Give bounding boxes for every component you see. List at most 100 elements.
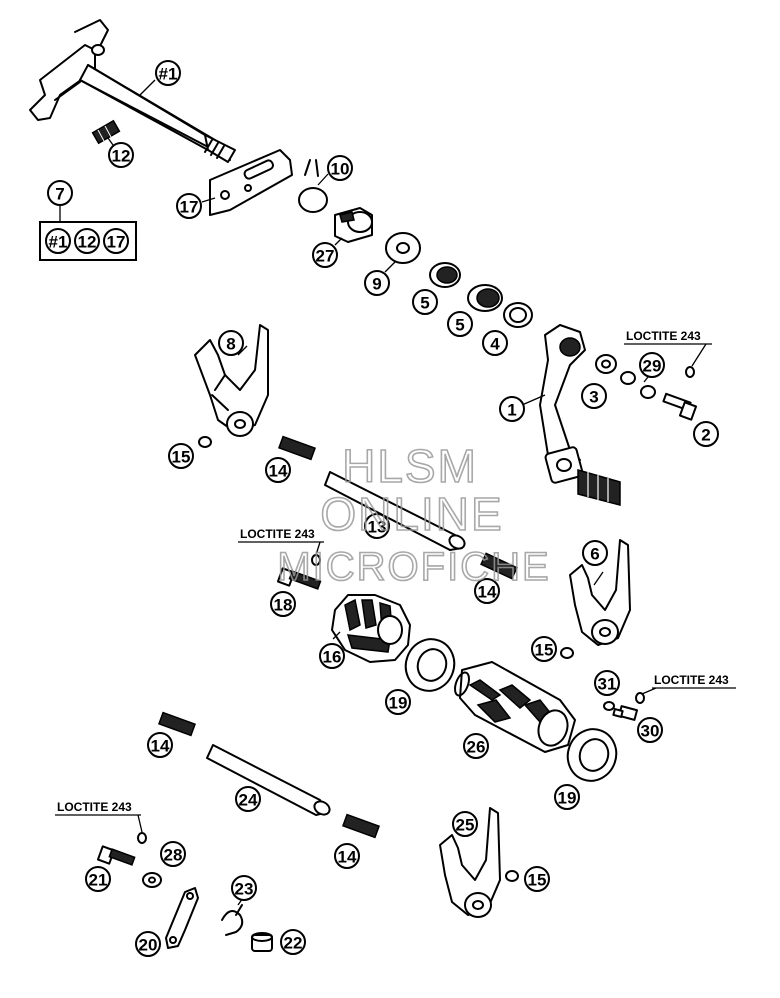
svg-text:LOCTITE 243: LOCTITE 243 [240, 527, 315, 541]
svg-text:14: 14 [269, 462, 288, 481]
callout-15a: 15 [168, 443, 194, 469]
bearing-5a [429, 262, 461, 288]
callout-6: 6 [582, 540, 608, 566]
svg-text:14: 14 [151, 737, 170, 756]
spring-12 [91, 119, 121, 145]
svg-text:1: 1 [507, 401, 516, 420]
svg-text:6: 6 [590, 545, 599, 564]
svg-text:4: 4 [490, 335, 500, 354]
spring-14d [342, 813, 380, 839]
callout-5a: 5 [412, 289, 438, 315]
loctite-drop-30 [635, 692, 645, 704]
svg-text:LOCTITE 243: LOCTITE 243 [654, 673, 729, 687]
callout-19a: 19 [385, 689, 411, 715]
svg-text:5: 5 [455, 316, 464, 335]
loctite-label-bottom: LOCTITE 243 [55, 800, 143, 833]
svg-text:14: 14 [478, 583, 497, 602]
callout-14c: 14 [147, 732, 173, 758]
svg-text:25: 25 [456, 816, 475, 835]
clip-29a [620, 371, 636, 385]
seal-ring-4 [503, 302, 533, 328]
callout-3: 3 [581, 383, 607, 409]
rod-13 [324, 471, 466, 551]
callout-21: 21 [85, 866, 111, 892]
svg-text:13: 13 [368, 518, 387, 537]
callout-19b: 19 [554, 784, 580, 810]
svg-text:15: 15 [172, 448, 191, 467]
svg-text:18: 18 [274, 596, 293, 615]
gear-segment-16 [331, 594, 411, 663]
callout-1-lever: 1 [499, 396, 525, 422]
callout-20: 20 [135, 931, 161, 957]
loctite-label-top: LOCTITE 243 [624, 329, 712, 367]
svg-text:20: 20 [139, 936, 158, 955]
watermark-line-1: HLSM [342, 440, 478, 492]
svg-text:28: 28 [164, 846, 183, 865]
shift-lever-1 [539, 324, 621, 506]
callout-14b: 14 [474, 578, 500, 604]
bearing-19a [404, 638, 456, 692]
callout-10: 10 [327, 155, 353, 181]
callout-14d: 14 [334, 843, 360, 869]
svg-text:5: 5 [420, 294, 429, 313]
callout-23: 23 [231, 875, 257, 901]
shift-cam-27 [334, 207, 373, 243]
svg-text:7: 7 [55, 185, 64, 204]
svg-text:19: 19 [558, 789, 577, 808]
pin-15a [198, 436, 212, 448]
callout-18: 18 [270, 591, 296, 617]
pin-15b [560, 647, 574, 659]
svg-text:8: 8 [226, 335, 235, 354]
svg-text:19: 19 [389, 694, 408, 713]
svg-text:10: 10 [331, 160, 350, 179]
callout-22: 22 [280, 929, 306, 955]
shift-fork-8 [194, 324, 269, 437]
pin-15c [505, 870, 519, 882]
svg-text:15: 15 [535, 641, 554, 660]
callout-5b: 5 [447, 311, 473, 337]
spring-14b [480, 552, 518, 580]
shift-drum-26 [454, 661, 576, 753]
shift-shaft [29, 19, 236, 163]
washer-28 [142, 872, 162, 888]
lever-plate-17 [209, 149, 293, 216]
callout-25: 25 [452, 811, 478, 837]
svg-text:14: 14 [338, 848, 357, 867]
loctite-drop-21 [137, 832, 147, 844]
svg-text:12: 12 [78, 233, 97, 252]
spring-14c [158, 711, 196, 737]
svg-text:3: 3 [589, 388, 598, 407]
callout-15b: 15 [531, 636, 557, 662]
svg-text:27: 27 [316, 247, 335, 266]
callout-27: 27 [312, 242, 338, 268]
callout-4: 4 [482, 330, 508, 356]
callout-31: 31 [594, 670, 620, 696]
svg-text:#1: #1 [49, 233, 68, 252]
callout-13: 13 [364, 513, 390, 539]
callout-30: 30 [637, 717, 663, 743]
svg-text:9: 9 [372, 275, 381, 294]
callout-12: 12 [108, 142, 134, 168]
callout-24: 24 [235, 786, 261, 812]
callout-15c: 15 [524, 866, 550, 892]
watermark-line-3: MICROFICHE [277, 545, 550, 589]
callout-9: 9 [364, 270, 390, 296]
svg-text:15: 15 [528, 871, 547, 890]
callout-17: 17 [176, 193, 202, 219]
roller-22 [251, 932, 273, 952]
bearing-5b [467, 284, 503, 312]
bolt-21 [96, 845, 136, 866]
washer-9 [385, 232, 421, 264]
callout-2: 2 [693, 421, 719, 447]
kit-item-3: 17 [103, 228, 129, 254]
svg-text:21: 21 [89, 871, 108, 890]
callout-29: 29 [639, 352, 665, 378]
spring-clip-10 [298, 159, 328, 213]
watermark-line-2: ONLINE [320, 488, 503, 540]
svg-text:31: 31 [598, 675, 617, 694]
svg-text:LOCTITE 243: LOCTITE 243 [57, 800, 132, 814]
svg-text:#1: #1 [159, 65, 178, 84]
bolt-30 [612, 705, 639, 721]
loctite-label-mid: LOCTITE 243 [238, 527, 324, 556]
